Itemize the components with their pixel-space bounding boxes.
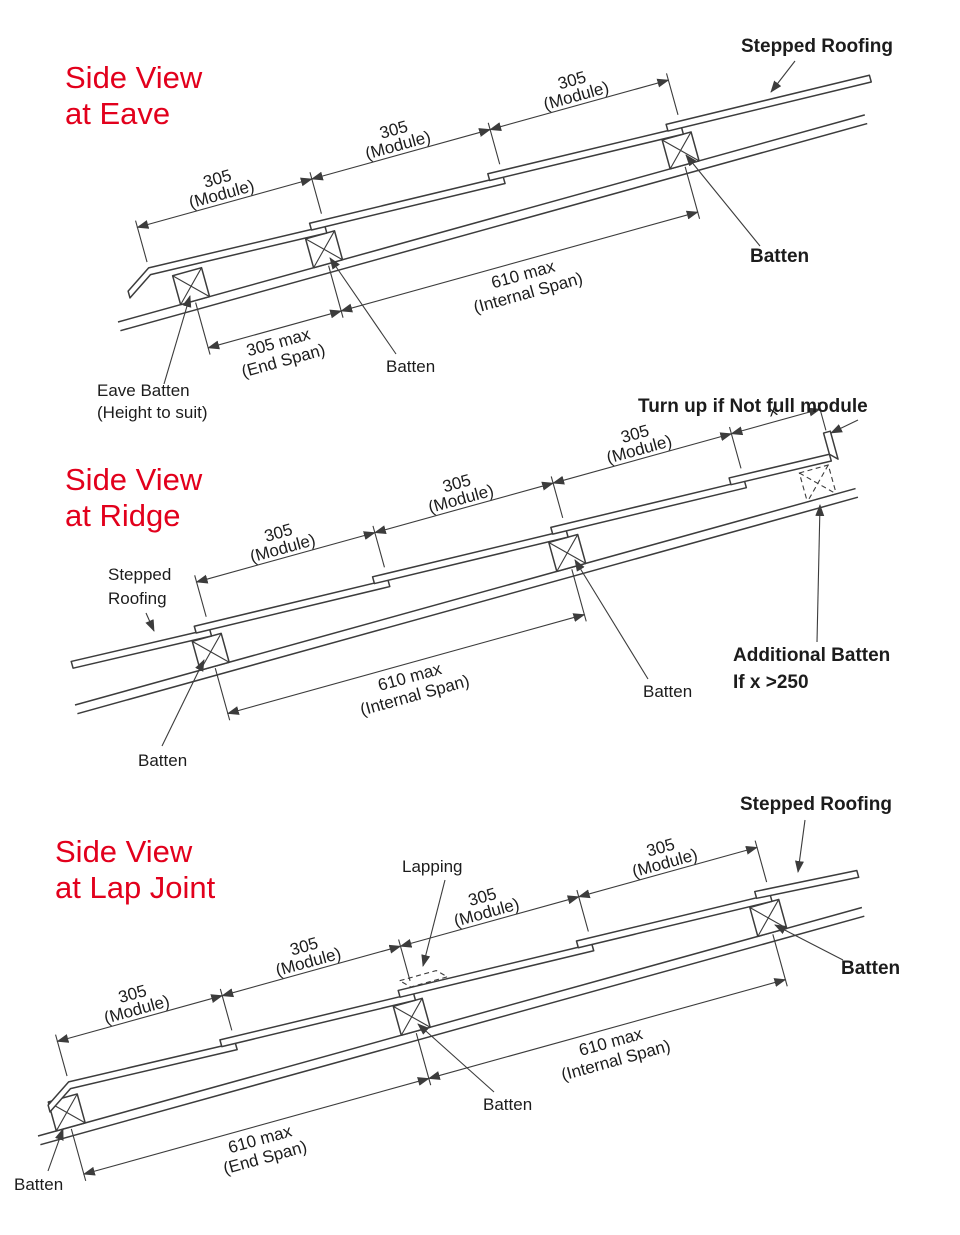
lapping-label: Lapping	[402, 857, 463, 876]
eave-view: Side View at Eave	[65, 36, 893, 422]
roof-sheet	[47, 1042, 238, 1113]
stepped-roofing-label-line2: Roofing	[108, 589, 167, 608]
ridge-roof-assembly: 305 (Module) 305 (Module) 305 (Module) x…	[70, 400, 859, 721]
batten-label: Batten	[483, 1095, 532, 1114]
leader-line	[47, 1128, 64, 1172]
eave-batten-label-line2: (Height to suit)	[97, 403, 208, 422]
ridge-span-dimensions: 610 max (Internal Span)	[214, 569, 587, 721]
roof-sheet	[371, 529, 569, 585]
leader-line	[770, 60, 796, 93]
leader-line	[421, 879, 446, 967]
leader-line	[145, 612, 155, 632]
additional-batten-label-line2: If x >250	[733, 672, 809, 693]
eave-title-line1: Side View	[65, 60, 203, 95]
leader-line	[774, 924, 844, 961]
stepped-roofing-label: Stepped Roofing	[740, 794, 892, 815]
stepped-roofing-label: Stepped Roofing	[741, 36, 893, 57]
lap-rafter	[37, 906, 865, 1146]
additional-batten-label-line1: Additional Batten	[733, 645, 890, 666]
batten-label: Batten	[138, 751, 187, 770]
ridge-title-line2: at Ridge	[65, 498, 180, 533]
ridge-title-line1: Side View	[65, 462, 203, 497]
leader-line	[685, 154, 761, 247]
roof-sheet	[487, 126, 685, 182]
roof-sheet	[193, 579, 391, 634]
lap-title-line2: at Lap Joint	[55, 870, 216, 905]
turn-up-label: Turn up if Not full module	[638, 396, 868, 417]
eave-batten-label-line1: Eave Batten	[97, 381, 190, 400]
leader-line	[163, 295, 192, 385]
additional-batten-dashed	[798, 464, 837, 503]
leader-line	[161, 659, 205, 747]
roof-sheet	[575, 893, 773, 949]
leader-line	[795, 819, 806, 873]
ridge-view: Side View at Ridge	[65, 396, 890, 770]
eave-stepped-sheets	[127, 74, 873, 299]
roof-sheet	[550, 480, 748, 535]
roof-sheet	[70, 628, 213, 669]
leader-line	[830, 419, 859, 434]
leader-line	[417, 1023, 495, 1093]
batten-label: Batten	[14, 1175, 63, 1194]
lap-module-dimensions: 305 (Module) 305 (Module) 305 (Module) 3…	[55, 835, 768, 1077]
roof-sheet	[665, 74, 873, 132]
ridge-turn-up	[822, 430, 839, 460]
stepped-roofing-label-line1: Stepped	[108, 565, 171, 584]
roof-sheet	[219, 992, 417, 1048]
eave-title-line2: at Eave	[65, 96, 170, 131]
leader-line	[329, 257, 397, 355]
lap-span-dimensions: 610 max (End Span) 610 max (Internal Spa…	[70, 934, 788, 1182]
eave-roof-assembly: 305 (Module) 305 (Module) 305 (Module) 3…	[117, 67, 873, 381]
batten-label: Batten	[386, 357, 435, 376]
lap-roof-assembly: 305 (Module) 305 (Module) 305 (Module) 3…	[37, 835, 865, 1182]
batten-label: Batten	[841, 958, 900, 979]
eave-batten-square	[171, 266, 211, 306]
leader-line	[574, 559, 649, 680]
lap-joint-view: Side View at Lap Joint	[14, 794, 900, 1194]
batten-label: Batten	[643, 682, 692, 701]
lap-title-line1: Side View	[55, 834, 193, 869]
leader-line	[815, 504, 825, 643]
roof-sheet	[308, 176, 506, 231]
eave-span-dimensions: 305 max (End Span) 610 max (Internal Spa…	[195, 166, 701, 381]
roof-sheet	[127, 225, 328, 299]
batten-label: Batten	[750, 246, 809, 267]
